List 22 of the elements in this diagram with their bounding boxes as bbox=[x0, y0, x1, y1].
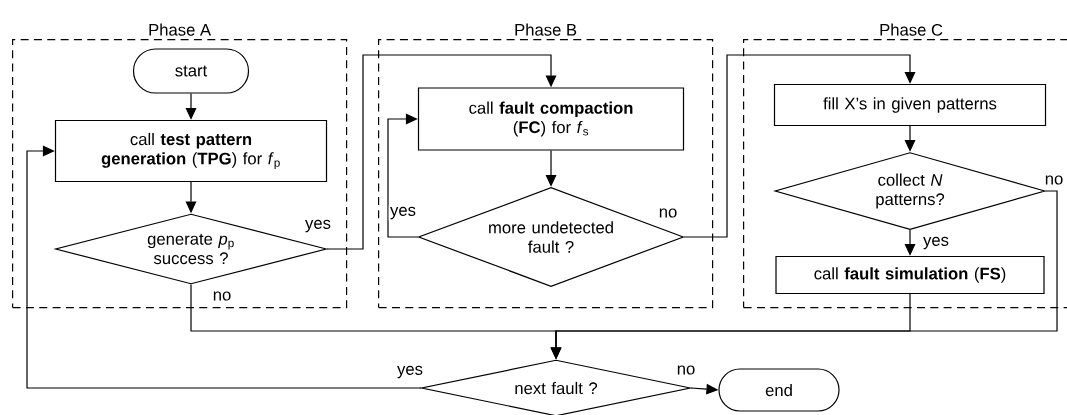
arrow bbox=[683, 54, 916, 238]
arrow bbox=[904, 125, 916, 152]
arrow bbox=[326, 54, 557, 250]
arrow bbox=[545, 150, 557, 187]
edge-label: yes bbox=[388, 205, 418, 221]
node-label: Phase A bbox=[149, 23, 212, 36]
arrow bbox=[185, 93, 197, 120]
process-box: call fault compaction (FC) for f$_{s}$ bbox=[417, 87, 685, 151]
node-label: Phase B bbox=[515, 23, 577, 36]
arrow bbox=[904, 229, 916, 256]
edge-label: no bbox=[657, 207, 679, 219]
arrow bbox=[387, 113, 419, 238]
edge-label: yes bbox=[921, 235, 951, 251]
process-box: fill X’s in given patterns bbox=[773, 83, 1047, 127]
node-label: Phase C bbox=[880, 23, 943, 36]
terminal-box: end bbox=[718, 368, 840, 412]
process-box: call test pattern generation (TPG) for f$_{p}$ bbox=[54, 119, 328, 183]
edge-label: no bbox=[211, 290, 233, 302]
edge-label: no bbox=[675, 364, 697, 376]
arrow bbox=[26, 145, 422, 389]
terminal-box: start bbox=[132, 48, 250, 94]
process-box: call fault simulation (FS) bbox=[775, 255, 1045, 295]
